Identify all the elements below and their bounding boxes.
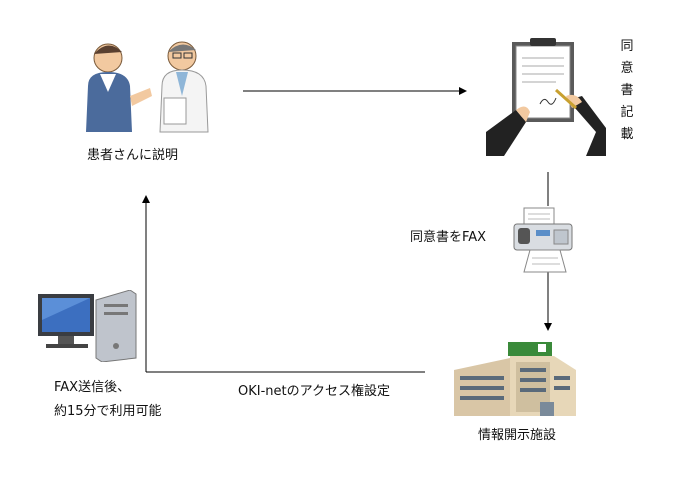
- access-setting-label: OKI-netのアクセス権設定: [238, 384, 390, 399]
- computer-illustration: [38, 290, 137, 362]
- consent-label-char: 意: [620, 61, 634, 76]
- computer-label-line2: 約15分で利用可能: [54, 404, 162, 419]
- fax-label: 同意書をFAX: [410, 230, 487, 245]
- fax-machine-illustration: [513, 207, 573, 273]
- facility-building-illustration: [454, 342, 576, 416]
- consent-label-char: 載: [620, 127, 634, 142]
- consent-label-char: 同: [620, 39, 634, 54]
- consent-label-char: 書: [620, 83, 634, 98]
- facility-label: 情報開示施設: [478, 428, 557, 443]
- patient-doctor-illustration: [86, 41, 209, 133]
- computer-label-line1: FAX送信後、: [54, 380, 131, 395]
- explain-label: 患者さんに説明: [87, 148, 179, 163]
- consent-label-char: 記: [620, 105, 634, 120]
- consent-form-illustration: [486, 38, 606, 156]
- consent-vertical-label: 同 意 書 記 載: [619, 36, 635, 146]
